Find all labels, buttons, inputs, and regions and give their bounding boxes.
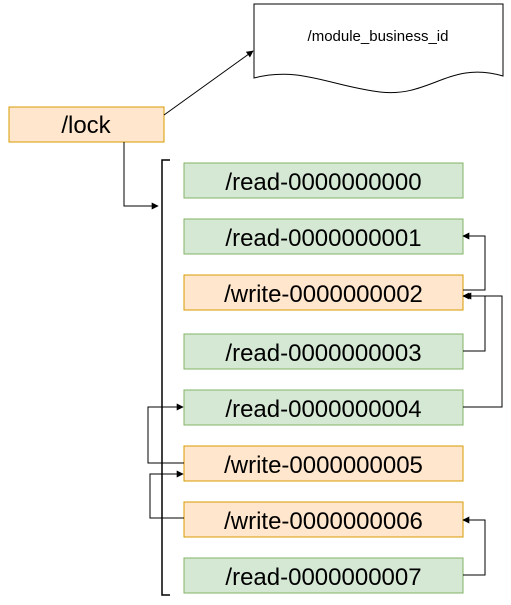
child-node-box	[183, 274, 464, 311]
child-node-write: /write-0000000002	[183, 274, 464, 311]
child-node-read: /read-0000000001	[183, 218, 464, 255]
document-shape	[253, 3, 504, 94]
child-node-label: /read-0000000007	[225, 564, 421, 591]
connector-write2-to-read1	[462, 232, 486, 291]
connector-read4-to-write2	[463, 292, 503, 408]
lock-root-box	[8, 106, 165, 143]
lock-root-label: /lock	[61, 112, 111, 139]
document-label: /module_business_id	[308, 28, 449, 45]
connector-read3-to-write2	[462, 292, 486, 352]
child-node-read: /read-0000000007	[183, 557, 464, 594]
child-node-label: /write-0000000006	[224, 508, 423, 535]
lock-to-document-arrow	[163, 50, 254, 116]
child-node-box	[183, 162, 464, 199]
connector-read7-to-write6	[462, 516, 486, 576]
child-node-box	[183, 501, 464, 538]
child-node-box	[183, 445, 464, 482]
child-node-box	[183, 333, 464, 370]
child-node-label: /write-0000000002	[224, 281, 423, 308]
connector-write5-to-read4	[147, 403, 184, 464]
child-node-write: /write-0000000005	[183, 445, 464, 482]
child-node-read: /read-0000000000	[183, 162, 464, 199]
child-node-label: /read-0000000000	[225, 169, 421, 196]
child-node-box	[183, 557, 464, 594]
child-node-read: /read-0000000003	[183, 333, 464, 370]
wait-connectors	[147, 232, 503, 576]
child-node-label: /read-0000000001	[225, 225, 421, 252]
child-node-label: /write-0000000005	[224, 452, 423, 479]
child-node-box	[183, 389, 464, 426]
child-node-label: /read-0000000004	[225, 396, 421, 423]
connector-write6-to-write5	[149, 470, 184, 519]
lock-root-node: /lock	[8, 106, 165, 143]
module-business-id-document: /module_business_id	[253, 3, 504, 94]
child-nodes: /read-0000000000/read-0000000001/write-0…	[183, 162, 464, 594]
child-node-box	[183, 218, 464, 255]
child-node-write: /write-0000000006	[183, 501, 464, 538]
lock-to-children-arrow	[123, 142, 159, 210]
child-node-read: /read-0000000004	[183, 389, 464, 426]
children-bracket	[161, 159, 170, 596]
child-node-label: /read-0000000003	[225, 340, 421, 367]
